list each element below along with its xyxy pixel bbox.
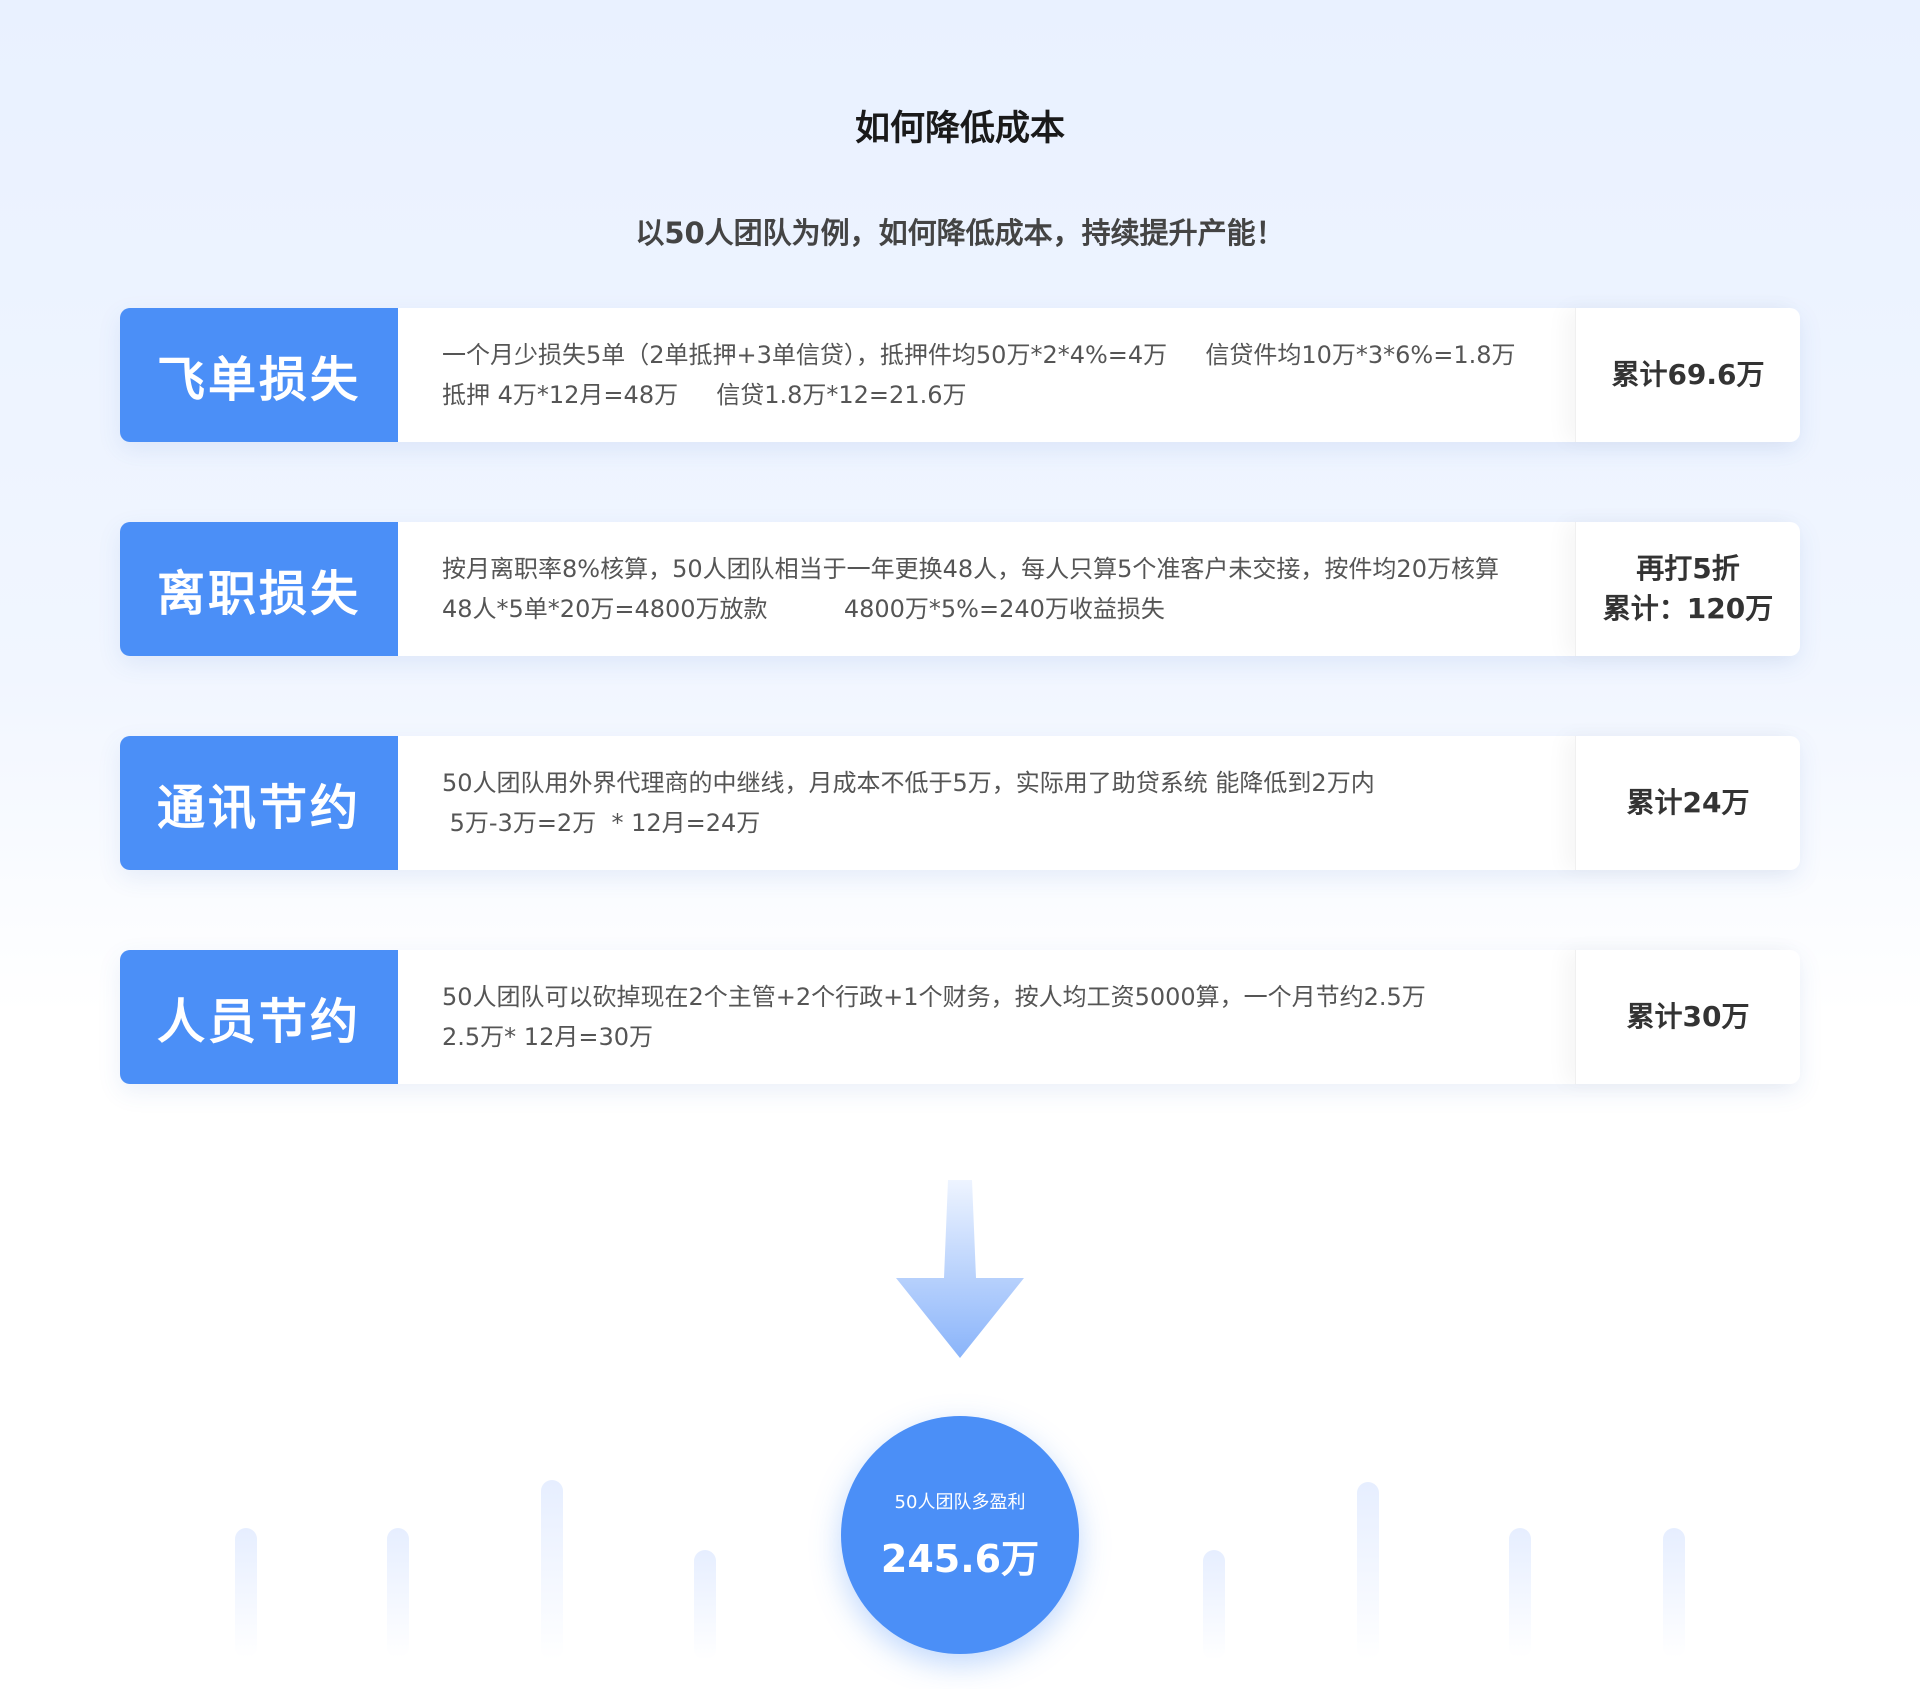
row-description-line: 按月离职率8%核算，50人团队相当于一年更换48人，每人只算5个准客户未交接，按… (442, 555, 1499, 583)
row-description-line: 5万-3万=2万 * 12月=24万 (442, 809, 761, 837)
row-description-line: 一个月少损失5单（2单抵押+3单信贷），抵押件均50万*2*4%=4万 信贷件均… (442, 341, 1516, 369)
row-description-line: 48人*5单*20万=4800万放款 4800万*5%=240万收益损失 (442, 595, 1165, 623)
decorative-bar (1663, 1528, 1685, 1658)
row-description-line: 50人团队用外界代理商的中继线，月成本不低于5万，实际用了助贷系统 能降低到2万… (442, 769, 1375, 797)
row-description: 一个月少损失5单（2单抵押+3单信贷），抵押件均50万*2*4%=4万 信贷件均… (398, 308, 1575, 442)
result-label: 50人团队多盈利 (894, 1491, 1026, 1513)
row-total: 累计30万 (1575, 950, 1800, 1084)
row-title: 离职损失 (120, 522, 398, 656)
decorative-bar (1509, 1528, 1531, 1658)
row-description-line: 抵押 4万*12月=48万 信贷1.8万*12=21.6万 (442, 381, 967, 409)
decorative-bar (694, 1550, 716, 1660)
decorative-bar (235, 1528, 257, 1658)
result-circle: 50人团队多盈利 245.6万 (841, 1416, 1079, 1654)
cost-row-staff-saving: 人员节约 50人团队可以砍掉现在2个主管+2个行政+1个财务，按人均工资5000… (120, 950, 1800, 1084)
row-title: 人员节约 (120, 950, 398, 1084)
page-subtitle: 以50人团队为例，如何降低成本，持续提升产能！ (635, 216, 1285, 250)
row-description: 50人团队用外界代理商的中继线，月成本不低于5万，实际用了助贷系统 能降低到2万… (398, 736, 1575, 870)
row-total-line: 再打5折 (1636, 552, 1740, 585)
row-description: 50人团队可以砍掉现在2个主管+2个行政+1个财务，按人均工资5000算，一个月… (398, 950, 1575, 1084)
cost-row-turnover-loss: 离职损失 按月离职率8%核算，50人团队相当于一年更换48人，每人只算5个准客户… (120, 522, 1800, 656)
down-arrow-icon (896, 1180, 1024, 1358)
decorative-bar (387, 1528, 409, 1658)
decorative-bar (1357, 1482, 1379, 1660)
row-description-line: 50人团队可以砍掉现在2个主管+2个行政+1个财务，按人均工资5000算，一个月… (442, 983, 1426, 1011)
cost-row-order-loss: 飞单损失 一个月少损失5单（2单抵押+3单信贷），抵押件均50万*2*4%=4万… (120, 308, 1800, 442)
cost-row-telecom-saving: 通讯节约 50人团队用外界代理商的中继线，月成本不低于5万，实际用了助贷系统 能… (120, 736, 1800, 870)
row-total-line: 累计30万 (1626, 1000, 1750, 1033)
row-total-line: 累计：120万 (1602, 592, 1774, 625)
decorative-bar (1203, 1550, 1225, 1660)
row-description-line: 2.5万* 12月=30万 (442, 1023, 653, 1051)
row-total: 累计69.6万 (1575, 308, 1800, 442)
row-title: 通讯节约 (120, 736, 398, 870)
decorative-bar (541, 1480, 563, 1660)
row-title: 飞单损失 (120, 308, 398, 442)
row-total: 累计24万 (1575, 736, 1800, 870)
row-total-line: 累计24万 (1626, 786, 1750, 819)
page-title: 如何降低成本 (854, 109, 1065, 149)
row-total-line: 累计69.6万 (1611, 358, 1765, 391)
row-total: 再打5折 累计：120万 (1575, 522, 1800, 656)
result-value: 245.6万 (880, 1536, 1040, 1581)
row-description: 按月离职率8%核算，50人团队相当于一年更换48人，每人只算5个准客户未交接，按… (398, 522, 1575, 656)
